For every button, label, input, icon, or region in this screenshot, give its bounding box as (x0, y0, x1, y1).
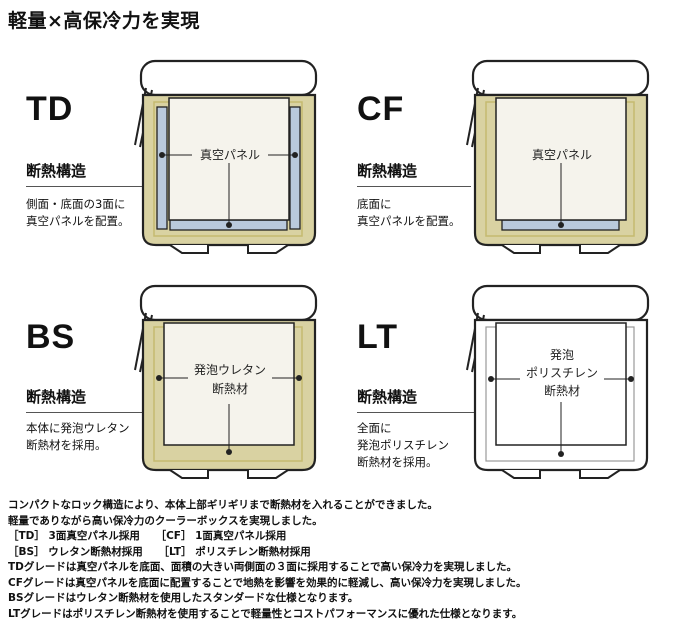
grade-code-bs: BS (26, 318, 76, 356)
vacuum-panel-left (156, 106, 168, 230)
cooler-lid (139, 59, 318, 97)
cooler-diagram-lt: 発泡 ポリスチレン 断熱材 (466, 284, 650, 479)
cooler-feet (501, 244, 621, 254)
note-line: ［TD］ 3面真空パネル採用 ［CF］ 1面真空パネル採用 (8, 530, 287, 542)
note-line: ［BS］ ウレタン断熱材採用 ［LT］ ポリスチレン断熱材採用 (8, 545, 311, 558)
cooler-feet (501, 469, 621, 479)
grade-desc-cf: 底面に真空パネルを配置。 (357, 197, 461, 228)
page-title: 軽量×高保冷力を実現 (8, 10, 200, 32)
divider-bs (26, 412, 144, 413)
note-line: TDグレードは真空パネルを底面、面積の大きい両側面の３面に採用することで高い保冷… (8, 561, 518, 573)
grade-heading-lt: 断熱構造 (357, 388, 418, 406)
cooler-diagram-cf: 真空パネル (466, 59, 650, 254)
grade-code-td: TD (26, 90, 74, 128)
note-line: コンパクトなロック構造により、本体上部ギリギリまで断熱材を入れることができました… (8, 499, 438, 511)
cooler-feet (169, 469, 289, 479)
note-line: LTグレードはポリスチレン断熱材を使用することで軽量性とコストパフォーマンスに優… (8, 607, 523, 620)
cooler-lid (471, 284, 650, 322)
grade-desc-lt: 全面に発泡ポリスチレン断熱材を採用。 (357, 421, 449, 469)
diagram-label-lt-1: 発泡 (550, 348, 574, 362)
diagram-label-bs-1: 発泡ウレタン (194, 363, 266, 377)
grade-code-lt: LT (357, 318, 399, 356)
grade-desc-bs: 本体に発泡ウレタン断熱材を採用。 (26, 421, 130, 452)
vacuum-panel-right (289, 106, 301, 230)
grade-code-cf: CF (357, 90, 405, 128)
cooler-lid (139, 284, 318, 322)
diagram-label-lt-3: 断熱材 (544, 383, 580, 398)
divider-td (26, 186, 162, 187)
grade-heading-bs: 断熱構造 (26, 388, 87, 406)
divider-cf (357, 186, 471, 187)
note-line: CFグレードは真空パネルを底面に配置することで地熱を影響を効果的に軽減し、高い保… (8, 576, 527, 589)
diagram-label-td: 真空パネル (200, 148, 260, 162)
cooler-lid (471, 59, 650, 97)
diagram-label-lt-2: ポリスチレン (526, 366, 598, 380)
divider-lt (357, 412, 475, 413)
note-line: 軽量でありながら高い保冷力のクーラーボックスを実現しました。 (8, 514, 323, 527)
grade-heading-cf: 断熱構造 (357, 162, 418, 180)
diagram-label-cf: 真空パネル (532, 148, 592, 162)
grade-desc-td: 側面・底面の3面に真空パネルを配置。 (26, 197, 130, 228)
grade-heading-td: 断熱構造 (26, 162, 87, 180)
notes-block: コンパクトなロック構造により、本体上部ギリギリまで断熱材を入れることができました… (8, 498, 672, 622)
diagram-label-bs-2: 断熱材 (212, 381, 248, 396)
cooler-diagram-bs: 発泡ウレタン 断熱材 (134, 284, 318, 479)
cooler-feet (169, 244, 289, 254)
cooler-diagram-td: 真空パネル (134, 59, 318, 254)
note-line: BSグレードはウレタン断熱材を使用したスタンダードな仕様となります。 (8, 592, 359, 604)
